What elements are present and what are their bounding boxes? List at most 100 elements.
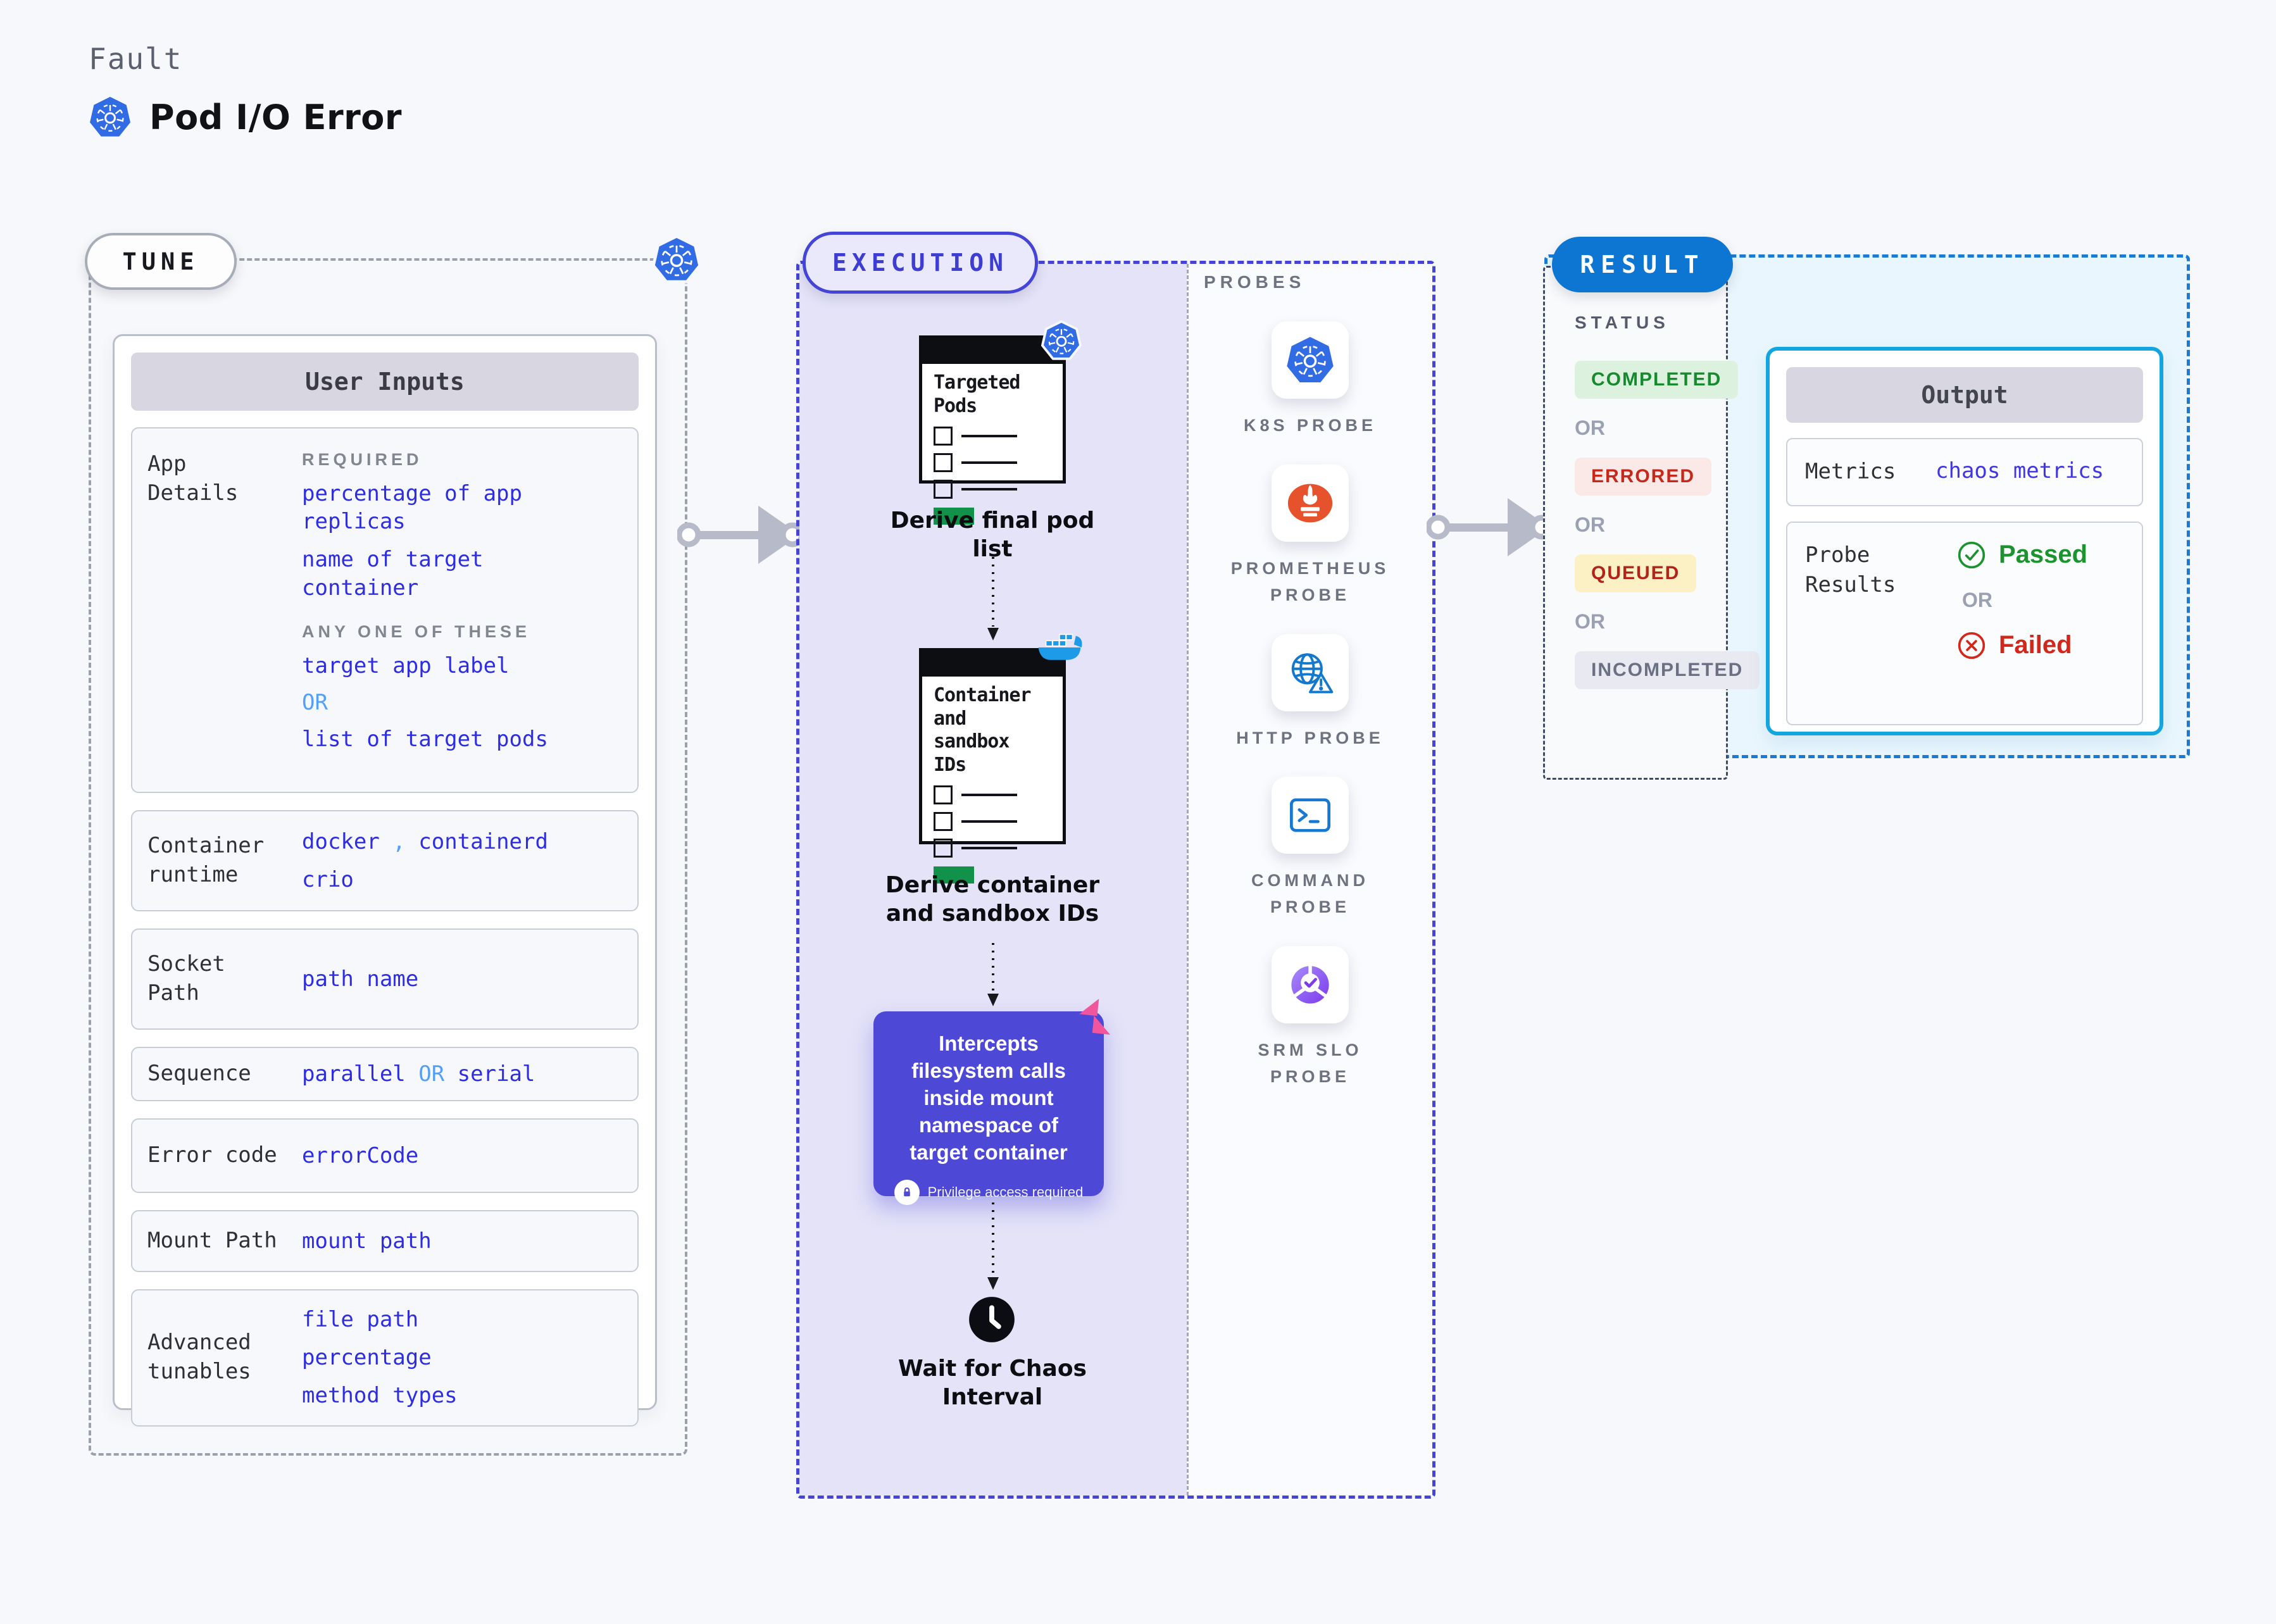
dotted-connector	[987, 943, 999, 1006]
callout-text: Intercepts filesystem calls inside mount…	[910, 1032, 1068, 1164]
user-input-value-line: REQUIRED	[302, 450, 580, 470]
flow-arrow-execution-to-result	[1427, 498, 1553, 556]
user-input-row: Sequence parallel OR serial	[131, 1047, 639, 1101]
probe-card	[1271, 322, 1349, 399]
tune-badge: TUNE	[85, 233, 237, 290]
value-text: target app label	[302, 653, 510, 678]
user-input-value-line: name of target container	[302, 546, 580, 601]
kubernetes-icon	[1285, 335, 1335, 385]
status-badge-errored: ERRORED	[1575, 458, 1712, 496]
metrics-row: Metrics chaos metrics	[1786, 438, 2143, 506]
value-text: file path	[302, 1307, 419, 1332]
probe-name: COMMAND PROBE	[1251, 871, 1369, 917]
card-title: Targeted Pods	[934, 372, 1021, 417]
list-line	[961, 488, 1017, 491]
fault-eyebrow: Fault	[89, 42, 183, 76]
user-input-row: App Details REQUIRED percentage of app rep…	[131, 427, 639, 793]
user-input-value-line: percentage	[302, 1344, 580, 1371]
or-separator: OR	[1962, 588, 1992, 611]
probe-card	[1272, 946, 1349, 1024]
kubernetes-icon	[1041, 320, 1082, 361]
dotted-connector	[987, 549, 999, 640]
user-input-value-line: target app label	[302, 652, 580, 680]
user-input-value-line: OR	[302, 690, 580, 715]
user-input-row: Container runtime docker , containerd crio	[131, 810, 639, 911]
probes-list: K8S PROBE PROMETHEUS PROBE HTTP PROBE COMMA…	[1185, 322, 1435, 1090]
value-text: docker	[302, 828, 380, 854]
value-text: crio	[302, 867, 354, 892]
user-input-value-line: parallel OR serial	[302, 1060, 580, 1088]
green-button-shape	[934, 508, 974, 525]
output-header: Output	[1786, 367, 2143, 423]
user-input-values: docker , containerd crio	[285, 828, 580, 894]
user-input-value-line: file path	[302, 1306, 580, 1334]
user-input-value-line: ANY ONE OF THESE	[302, 622, 580, 642]
or-separator: OR	[1575, 416, 1605, 439]
value-text: name of target container	[302, 547, 484, 601]
output-card: Output Metrics chaos metrics Probe Resul…	[1766, 347, 2163, 735]
user-input-label: App Details	[147, 451, 239, 506]
probe-item: K8S PROBE	[1244, 322, 1377, 439]
probe-card	[1272, 464, 1349, 542]
http-globe-icon	[1285, 648, 1335, 697]
list-line	[961, 461, 1017, 465]
tune-badge-label: TUNE	[122, 247, 199, 275]
user-input-row: Socket Path path name	[131, 928, 639, 1030]
step-caption: Derive container and sandbox IDs	[885, 872, 1100, 927]
user-input-row: Advanced tunables file path percentage meth…	[131, 1289, 639, 1427]
user-input-value-line: list of target pods	[302, 725, 580, 753]
check-circle-icon	[1957, 540, 1986, 570]
user-inputs-rows: App Details REQUIRED percentage of app rep…	[131, 427, 639, 1427]
probe-item: PROMETHEUS PROBE	[1215, 464, 1405, 609]
tune-section-box	[89, 258, 687, 1456]
step-caption: Derive final pod list	[890, 508, 1095, 562]
user-input-value-line: percentage of app replicas	[302, 480, 580, 535]
or-separator: OR	[302, 689, 328, 715]
privilege-note: Privilege access required	[889, 1180, 1089, 1206]
user-input-values: parallel OR serial	[285, 1060, 580, 1088]
probe-item: HTTP PROBE	[1236, 634, 1384, 752]
docker-icon	[1037, 630, 1085, 669]
list-line	[961, 847, 1017, 850]
container-ids-card: Container and sandbox IDs	[919, 634, 1082, 884]
user-input-row: Error code errorCode	[131, 1118, 639, 1193]
user-input-values: mount path	[285, 1227, 580, 1255]
terminal-icon	[1285, 790, 1335, 840]
checkbox-icon	[934, 427, 953, 446]
user-input-value-line: path name	[302, 965, 580, 993]
probes-label: PROBES	[1204, 272, 1306, 292]
user-input-label: Advanced tunables	[147, 1330, 251, 1385]
passed-label: Passed	[1999, 540, 2088, 569]
user-input-value-line: docker , containerd	[302, 828, 580, 856]
user-input-label: Sequence	[147, 1061, 251, 1087]
value-text: percentage of app replicas	[302, 481, 522, 535]
value-text: method types	[302, 1383, 458, 1409]
x-circle-icon	[1957, 631, 1986, 660]
green-button-shape	[934, 866, 974, 884]
or-separator: ,	[379, 828, 419, 854]
page-title: Pod I/O Error	[149, 97, 403, 137]
chaos-pink-icon	[1076, 996, 1115, 1035]
card-title: Container and sandbox IDs	[934, 684, 1032, 776]
checkbox-icon	[934, 453, 953, 473]
user-input-label: Container runtime	[147, 833, 265, 887]
user-input-label: Error code	[147, 1142, 277, 1168]
value-text: path name	[302, 966, 419, 992]
user-input-value-line: mount path	[302, 1227, 580, 1255]
targeted-pods-card: Targeted Pods	[919, 320, 1082, 525]
probe-card	[1272, 634, 1349, 711]
srm-slo-icon	[1285, 960, 1335, 1009]
lock-icon	[894, 1180, 920, 1206]
user-input-label: Socket Path	[147, 951, 225, 1006]
metrics-label: Metrics	[1805, 459, 1896, 484]
result-badge-label: RESULT	[1580, 251, 1705, 278]
or-separator: OR	[405, 1061, 458, 1087]
user-input-value-line: errorCode	[302, 1142, 580, 1170]
id-checklist	[934, 785, 1051, 858]
failed-line: Failed	[1957, 631, 2087, 660]
failed-label: Failed	[1999, 631, 2072, 659]
checkbox-icon	[934, 839, 953, 858]
